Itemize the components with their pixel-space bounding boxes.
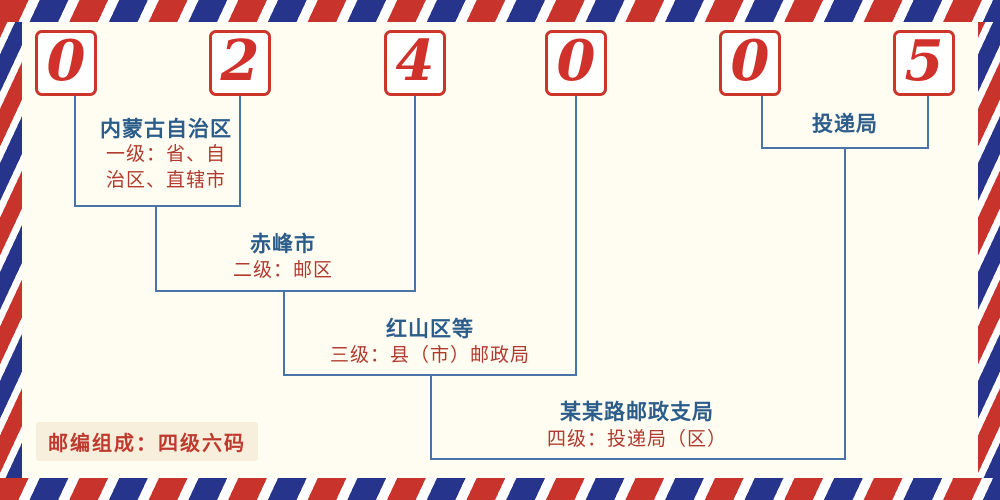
level1-description: 一级：省、自 治区、直辖市: [66, 141, 266, 193]
airmail-border-top: [0, 0, 1000, 22]
digit-5: 0: [730, 28, 770, 94]
composition-note: 邮编组成：四级六码: [36, 422, 258, 461]
digit-box-2: 2: [209, 30, 271, 96]
level2-city-name: 赤峰市: [250, 232, 316, 256]
level1-description-line1: 一级：省、自: [105, 143, 226, 165]
level3-district-name: 红山区等: [386, 317, 474, 341]
connector-line: [927, 96, 929, 147]
connector-line: [575, 96, 577, 374]
digit-box-6: 5: [893, 30, 955, 96]
connector-line: [155, 290, 416, 292]
digit-box-3: 4: [384, 30, 446, 96]
digit-6: 5: [904, 28, 944, 94]
digit-box-1: 0: [35, 30, 97, 96]
level4-branch-name: 某某路邮政支局: [560, 400, 714, 424]
connector-line: [74, 96, 76, 205]
airmail-border-bottom: [0, 478, 1000, 500]
level3-description: 三级：县（市）邮政局: [329, 344, 530, 366]
digit-1: 0: [46, 28, 86, 94]
digit-box-4: 0: [545, 30, 607, 96]
level1-region-name: 内蒙古自治区: [100, 117, 232, 141]
connector-line: [430, 374, 432, 458]
level4-description: 四级：投递局（区）: [546, 428, 727, 450]
connector-line: [414, 96, 416, 290]
digit-2: 2: [220, 28, 260, 94]
airmail-border-right: [978, 0, 1000, 500]
digit-4: 0: [556, 28, 596, 94]
connector-line: [239, 96, 241, 205]
connector-line: [761, 147, 929, 149]
connector-line: [283, 290, 285, 374]
connector-line: [155, 205, 157, 290]
delivery-office-label: 投递局: [812, 112, 878, 136]
digit-box-5: 0: [719, 30, 781, 96]
level2-description: 二级：邮区: [232, 259, 333, 281]
airmail-border-left: [0, 0, 22, 500]
level1-description-line2: 治区、直辖市: [105, 169, 226, 191]
digit-3: 4: [395, 28, 435, 94]
connector-line: [430, 458, 846, 460]
connector-line: [844, 147, 846, 458]
connector-line: [74, 205, 241, 207]
connector-line: [761, 96, 763, 147]
